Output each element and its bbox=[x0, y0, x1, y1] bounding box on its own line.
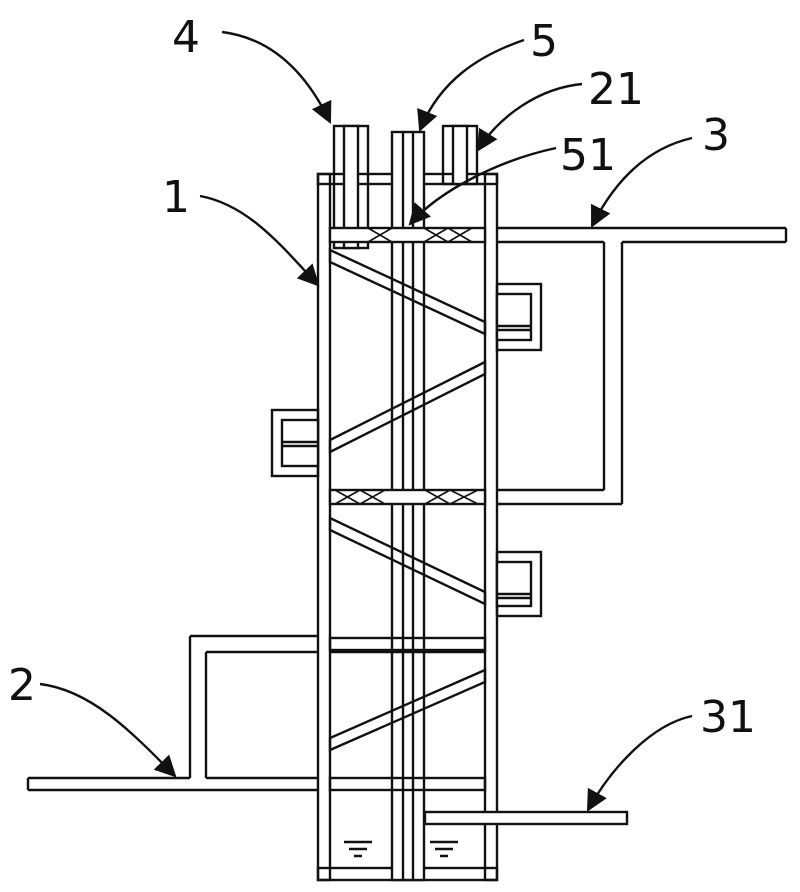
side-chamber-right-lower bbox=[495, 550, 543, 618]
partition-lower bbox=[328, 776, 487, 792]
label-21: 21 bbox=[588, 64, 644, 115]
label-31: 31 bbox=[700, 692, 756, 743]
label-1: 1 bbox=[162, 172, 190, 223]
label-5: 5 bbox=[530, 16, 558, 67]
side-chamber-left bbox=[270, 408, 320, 478]
label-51: 51 bbox=[560, 130, 616, 181]
seal-51 bbox=[328, 226, 487, 244]
label-2: 2 bbox=[8, 660, 36, 711]
label-3: 3 bbox=[702, 110, 730, 161]
pipe-3 bbox=[497, 226, 788, 506]
pipe-2 bbox=[26, 634, 485, 792]
water-level-symbols bbox=[344, 840, 458, 858]
outlet-pipe-21 bbox=[441, 124, 479, 186]
spiral-baffles bbox=[328, 248, 487, 752]
pipe-31 bbox=[423, 810, 629, 826]
inlet-pipe-4 bbox=[332, 124, 370, 250]
central-shaft bbox=[390, 130, 426, 882]
seal-middle bbox=[328, 488, 487, 506]
label-4: 4 bbox=[172, 12, 200, 63]
partition-upper bbox=[328, 636, 487, 652]
leader-lines bbox=[39, 30, 693, 812]
side-chamber-right-upper bbox=[495, 282, 543, 352]
